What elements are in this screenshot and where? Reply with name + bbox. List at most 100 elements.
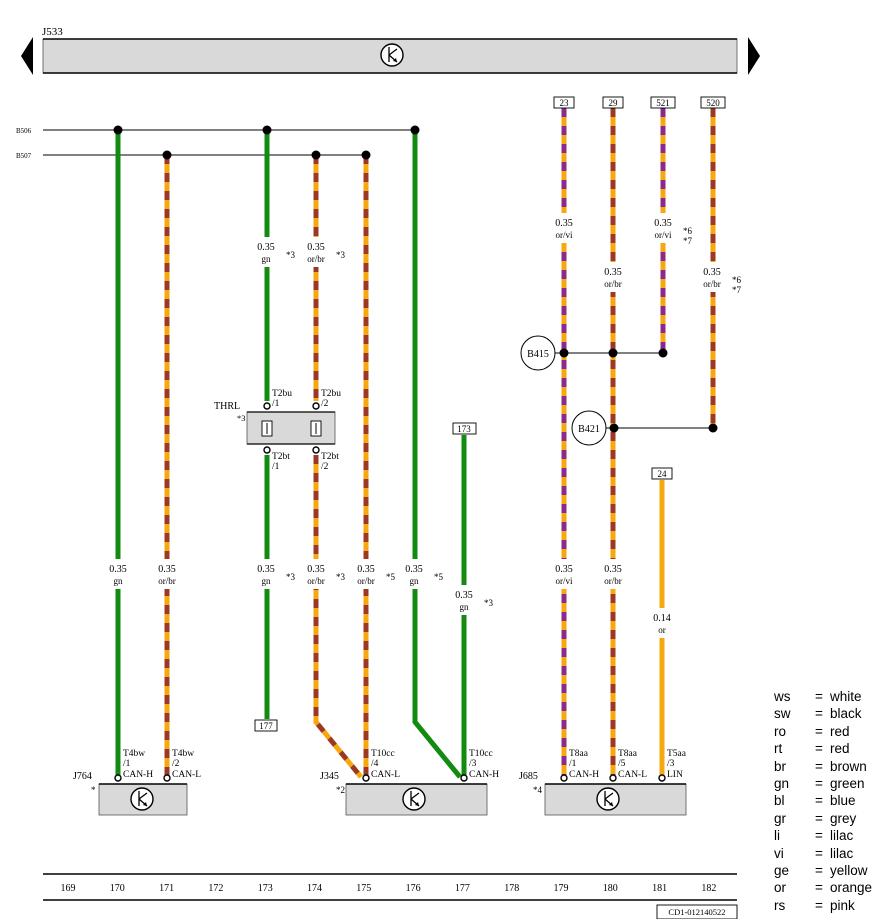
svg-text:/1: /1 xyxy=(272,399,280,409)
legend-equals: = xyxy=(815,775,823,791)
column-number: 174 xyxy=(307,883,322,894)
wire-size: 0.35 xyxy=(257,564,275,575)
pin-signal: CAN-L xyxy=(172,770,201,780)
svg-text:24: 24 xyxy=(658,469,668,479)
wire-size: 0.35 xyxy=(455,590,473,601)
legend-row: li=lilac xyxy=(774,827,886,844)
legend-row: rs=pink xyxy=(774,897,886,914)
svg-text:T2bt: T2bt xyxy=(321,452,339,462)
wire-176 xyxy=(412,130,462,779)
column-number: 180 xyxy=(603,883,618,894)
wire-size: 0.35 xyxy=(307,564,325,575)
thrl-note: *3 xyxy=(237,413,246,423)
ref-box-29[interactable]: 29 xyxy=(602,96,624,109)
wire-note: *3 xyxy=(286,572,296,582)
wire-color-code: gn xyxy=(114,576,124,586)
ref-box-521[interactable]: 521 xyxy=(650,96,676,109)
wire-color-code: or/br xyxy=(357,576,375,586)
legend-code: ws xyxy=(774,689,791,704)
pin-code: T8aa xyxy=(569,749,589,759)
pin-code: T8aa xyxy=(618,749,638,759)
legend-equals: = xyxy=(815,741,823,757)
module-j764[interactable]: J764 * xyxy=(73,771,188,816)
legend-equals: = xyxy=(815,845,823,861)
legend-equals: = xyxy=(815,828,823,844)
ref-box-23[interactable]: 23 xyxy=(553,96,575,109)
control-unit-icon xyxy=(380,43,404,67)
wire-note: *6 xyxy=(732,275,742,285)
junction-dots xyxy=(113,125,718,433)
wire-size: 0.35 xyxy=(307,242,325,253)
bus-label-b506: B506 xyxy=(16,127,32,135)
wire-size: 0.35 xyxy=(158,564,176,575)
bus-label-b507: B507 xyxy=(16,152,32,160)
module-label-j685: J685 xyxy=(519,771,538,782)
module-j345[interactable]: J345 *2 xyxy=(320,771,488,816)
module-note-j685: *4 xyxy=(533,785,543,795)
legend-equals: = xyxy=(815,793,823,809)
wire-note: *5 xyxy=(434,572,444,582)
wire-color-code: or/br xyxy=(307,576,325,586)
ref-box-24[interactable]: 24 xyxy=(651,467,673,480)
ref-box-520[interactable]: 520 xyxy=(700,96,726,109)
column-number: 170 xyxy=(110,883,125,894)
wire-color-code: or/br xyxy=(158,576,176,586)
svg-text:177: 177 xyxy=(259,721,273,731)
wire-note: *7 xyxy=(683,236,693,246)
legend-row: ws=white xyxy=(774,688,886,705)
control-unit-icon xyxy=(596,787,620,811)
legend-code: bl xyxy=(774,793,785,809)
wire-size: 0.35 xyxy=(555,218,573,229)
legend-equals: = xyxy=(815,758,823,774)
pin-signal: LIN xyxy=(667,770,683,780)
footer-code: CD1-012140522 xyxy=(668,907,725,917)
scroll-right-arrow[interactable] xyxy=(748,37,760,75)
wire-size: 0.35 xyxy=(555,564,573,575)
legend-row: rt=red xyxy=(774,740,886,757)
pin-number: /1 xyxy=(123,759,131,769)
legend-equals: = xyxy=(815,862,823,878)
legend-name: red xyxy=(830,723,850,739)
wire-spec-labels: 0.35gn0.35or/br0.35gn*30.35or/br*30.35gn… xyxy=(105,213,742,638)
wire-color-code: or xyxy=(658,625,666,635)
wire-color-code: or/vi xyxy=(556,576,573,586)
module-label-j764: J764 xyxy=(73,771,92,782)
wire-group xyxy=(115,108,716,779)
legend-row: ro=red xyxy=(774,723,886,740)
wire-color-code: or/vi xyxy=(556,230,573,240)
svg-text:/2: /2 xyxy=(321,399,329,409)
wire-size: 0.14 xyxy=(653,613,671,624)
legend-code: ro xyxy=(774,723,787,739)
legend-equals: = xyxy=(815,880,823,896)
legend-equals: = xyxy=(815,689,823,704)
svg-text:T2bu: T2bu xyxy=(321,389,341,399)
column-number: 178 xyxy=(504,883,519,894)
ref-box-177[interactable]: 177 xyxy=(254,719,278,732)
svg-text:23: 23 xyxy=(560,98,570,108)
ref-box-173[interactable]: 173 xyxy=(452,422,477,435)
splice-b415: B415 xyxy=(520,335,556,371)
module-j685[interactable]: J685 *4 xyxy=(519,771,687,816)
header-bar: J533 xyxy=(21,26,760,75)
column-number: 177 xyxy=(455,883,470,894)
scroll-left-arrow[interactable] xyxy=(21,37,33,75)
legend-code: vi xyxy=(774,845,784,861)
legend-row: ge=yellow xyxy=(774,862,886,879)
column-number: 173 xyxy=(258,883,273,894)
wire-size: 0.35 xyxy=(257,242,275,253)
legend-code: li xyxy=(774,828,780,844)
pin-signal: CAN-H xyxy=(569,770,599,780)
column-number: 181 xyxy=(652,883,667,894)
svg-text:29: 29 xyxy=(609,98,619,108)
